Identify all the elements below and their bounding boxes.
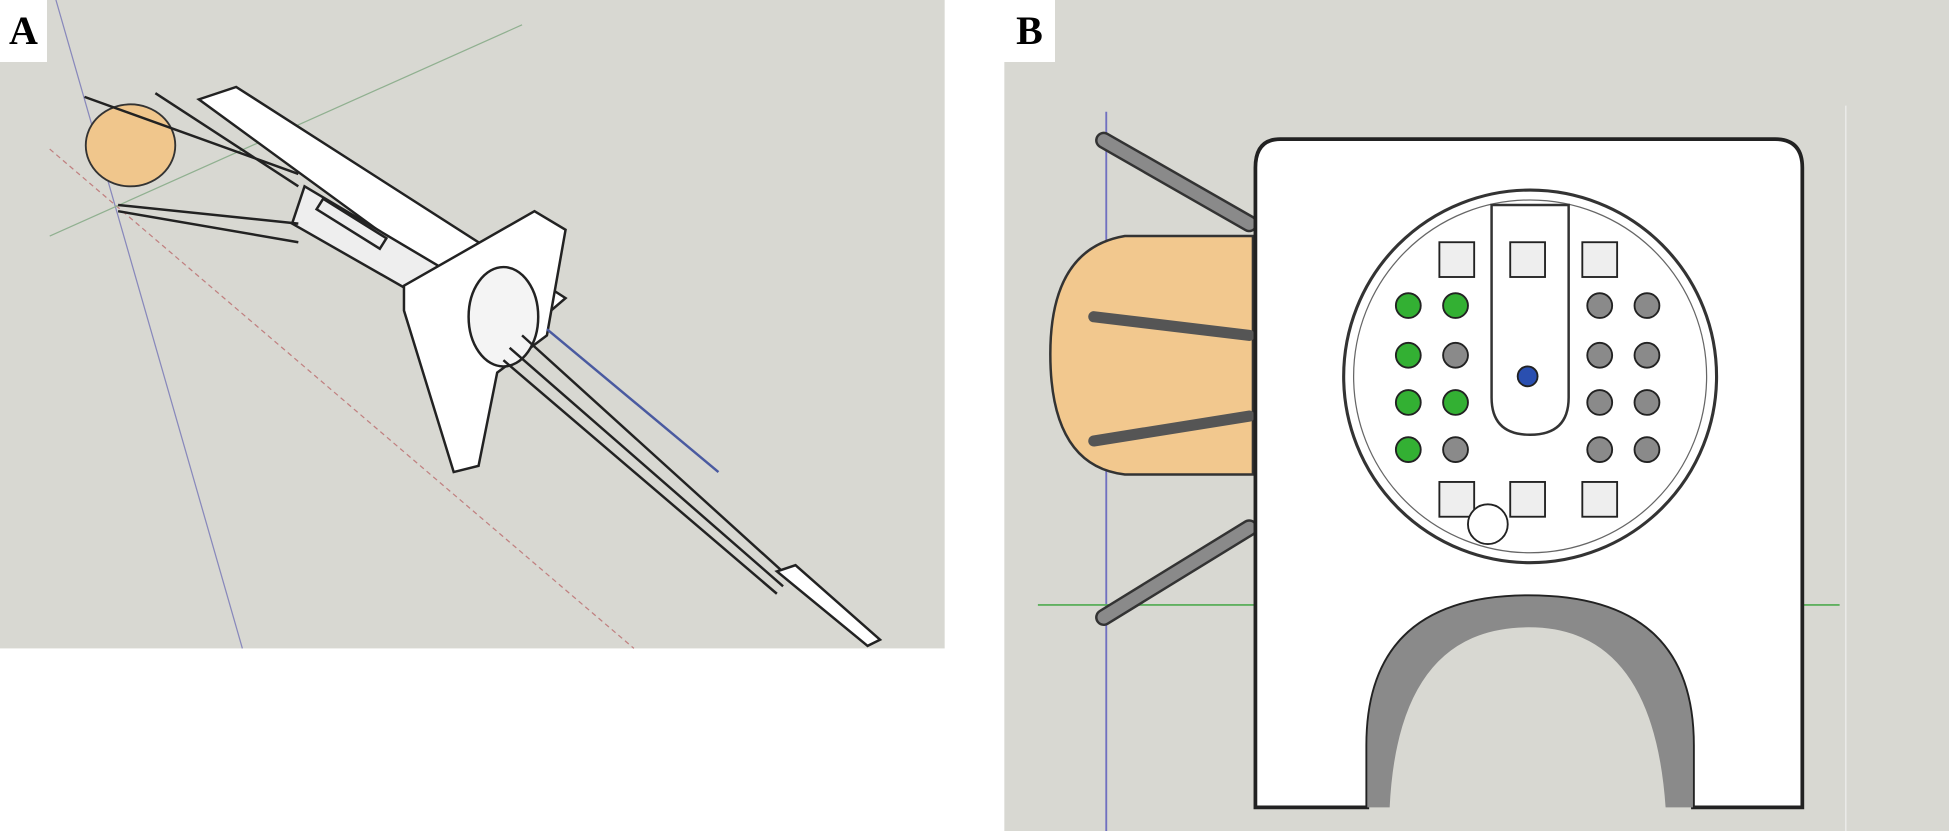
blue-pin xyxy=(1516,365,1539,388)
arch-shadow xyxy=(1367,596,1693,808)
axis-red xyxy=(49,148,635,649)
wire-bundle xyxy=(502,328,883,648)
panel-a-render xyxy=(0,0,945,649)
center-slot xyxy=(1490,203,1570,436)
panel-label-b: B xyxy=(1004,0,1055,62)
rods xyxy=(84,92,299,244)
probe-body xyxy=(84,85,883,648)
panel-label-a: A xyxy=(0,0,47,62)
pins xyxy=(1394,241,1661,545)
axis-blue xyxy=(55,0,243,649)
ball xyxy=(84,103,177,188)
panel-b-render xyxy=(1004,0,1949,831)
ball-b xyxy=(1049,234,1255,476)
